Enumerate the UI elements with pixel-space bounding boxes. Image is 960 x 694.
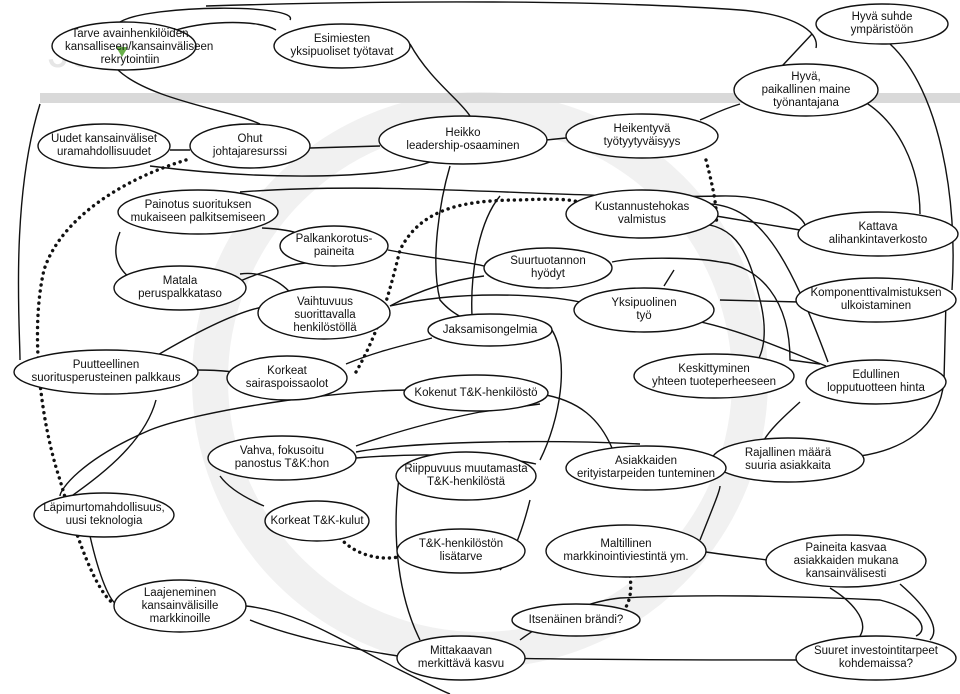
connector-35: [59, 389, 411, 497]
connector-51: [699, 485, 721, 541]
dotted-connector-5: [622, 574, 633, 612]
connector-43: [763, 401, 801, 441]
node-n7-ellipse: [378, 115, 548, 165]
connector-25: [611, 257, 821, 365]
connector-26: [689, 223, 765, 367]
connector-29: [719, 299, 801, 303]
dotted-connector-3: [704, 158, 719, 226]
connector-1: [119, 7, 291, 23]
node-n12-ellipse: [279, 225, 389, 267]
connector-34: [345, 337, 433, 365]
node-n21-ellipse: [633, 353, 795, 399]
connector-46: [395, 469, 421, 641]
node-n14-ellipse: [113, 265, 247, 311]
connector-12: [309, 145, 381, 149]
connector-31: [663, 269, 675, 287]
dotted-connector-4: [338, 536, 404, 560]
connector-44: [219, 475, 265, 507]
node-n16-ellipse: [257, 286, 391, 340]
connector-2: [117, 69, 261, 125]
connector-55: [899, 583, 935, 641]
node-n27-ellipse: [565, 445, 727, 491]
connector-9: [889, 43, 954, 291]
node-n33-ellipse: [113, 579, 247, 633]
node-n9-ellipse: [117, 189, 279, 235]
node-n23-ellipse: [403, 374, 549, 412]
node-n8-ellipse: [565, 113, 719, 159]
connector-5: [409, 43, 471, 117]
connector-52: [829, 587, 864, 637]
connector-38: [355, 403, 541, 447]
node-n1-ellipse: [51, 21, 197, 71]
connector-8: [857, 97, 921, 215]
node-n5-ellipse: [37, 123, 171, 169]
node-n32-ellipse: [765, 534, 927, 588]
gray-band: [40, 93, 960, 103]
connector-48: [89, 535, 117, 605]
connector-21: [435, 165, 467, 321]
connector-20: [387, 249, 485, 267]
connector-56: [245, 605, 451, 694]
connector-10: [17, 103, 41, 361]
node-n20-ellipse: [226, 355, 348, 401]
node-n19-ellipse: [13, 349, 199, 395]
connector-36: [539, 329, 563, 461]
node-n3-ellipse: [815, 3, 949, 45]
connector-53: [499, 657, 801, 661]
node-n34-ellipse: [511, 603, 641, 637]
connector-37: [539, 393, 613, 449]
node-n31-ellipse: [545, 524, 707, 578]
node-n17-ellipse: [573, 287, 715, 333]
node-n35-ellipse: [396, 635, 526, 681]
connector-4: [205, 1, 817, 49]
connector-13: [149, 161, 431, 177]
connector-22: [471, 195, 501, 317]
node-n30-ellipse: [396, 528, 526, 574]
connector-39: [355, 440, 641, 453]
node-n4-ellipse: [733, 63, 879, 117]
node-n10-ellipse: [565, 189, 719, 239]
dotted-connector-2: [354, 197, 582, 374]
node-n26-ellipse: [395, 451, 537, 501]
node-n29-ellipse: [264, 500, 370, 542]
node-n18-ellipse: [427, 313, 553, 347]
connector-27: [715, 215, 801, 231]
node-n28-ellipse: [33, 492, 175, 538]
node-n24-ellipse: [711, 437, 865, 483]
connector-28: [699, 203, 829, 363]
connector-24: [389, 294, 581, 307]
connector-6: [545, 137, 567, 141]
node-n15-ellipse: [795, 277, 957, 323]
node-n22-ellipse: [805, 359, 947, 405]
node-n6-ellipse: [189, 123, 311, 169]
connector-47: [249, 619, 399, 657]
connector-14: [699, 103, 741, 121]
connector-50: [705, 551, 772, 563]
connector-16: [115, 231, 131, 279]
node-n13-ellipse: [483, 247, 613, 289]
node-n36-ellipse: [795, 635, 957, 681]
connector-3: [175, 21, 277, 31]
node-n11-ellipse: [797, 211, 959, 257]
node-n2-ellipse: [273, 23, 411, 69]
connector-33: [155, 305, 269, 357]
connector-23: [389, 275, 485, 307]
node-n25-ellipse: [207, 435, 357, 481]
